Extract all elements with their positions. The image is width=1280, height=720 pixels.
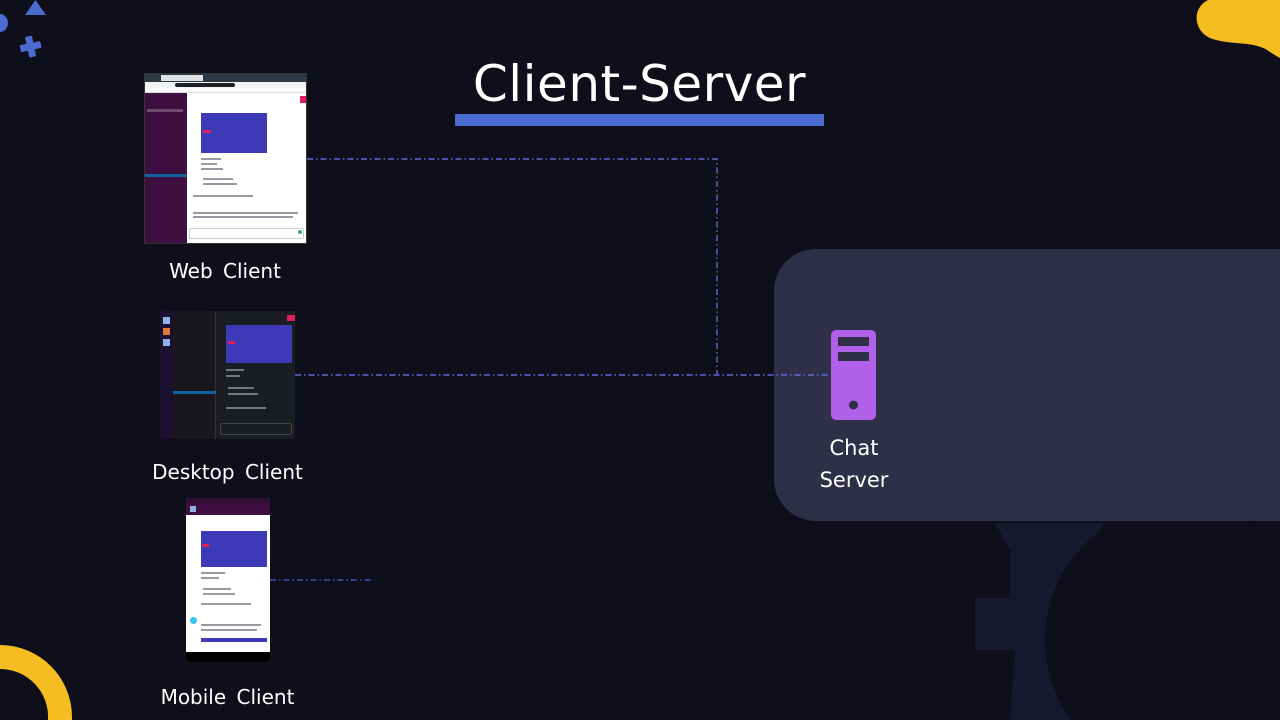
desktop-client-label: Desktop Client <box>152 460 303 484</box>
server-label-line2: Server <box>819 468 889 492</box>
plus-icon <box>19 35 42 58</box>
server-label-line1: Chat <box>829 436 879 460</box>
server-label: Chat Server <box>804 432 904 496</box>
web-client-screenshot <box>144 73 307 244</box>
yellow-blob <box>1196 0 1280 58</box>
desktop-client-screenshot <box>160 311 295 439</box>
web-client-label: Web Client <box>169 259 281 283</box>
mobile-client-screenshot <box>186 498 270 662</box>
mobile-client-label: Mobile Client <box>160 685 295 709</box>
server-tower-icon <box>831 330 876 420</box>
yellow-ring <box>0 645 72 720</box>
slide-title: Client-Server <box>472 55 807 113</box>
triangle-icon <box>25 0 46 15</box>
title-underline <box>455 114 824 126</box>
half-circle-icon <box>0 14 8 32</box>
